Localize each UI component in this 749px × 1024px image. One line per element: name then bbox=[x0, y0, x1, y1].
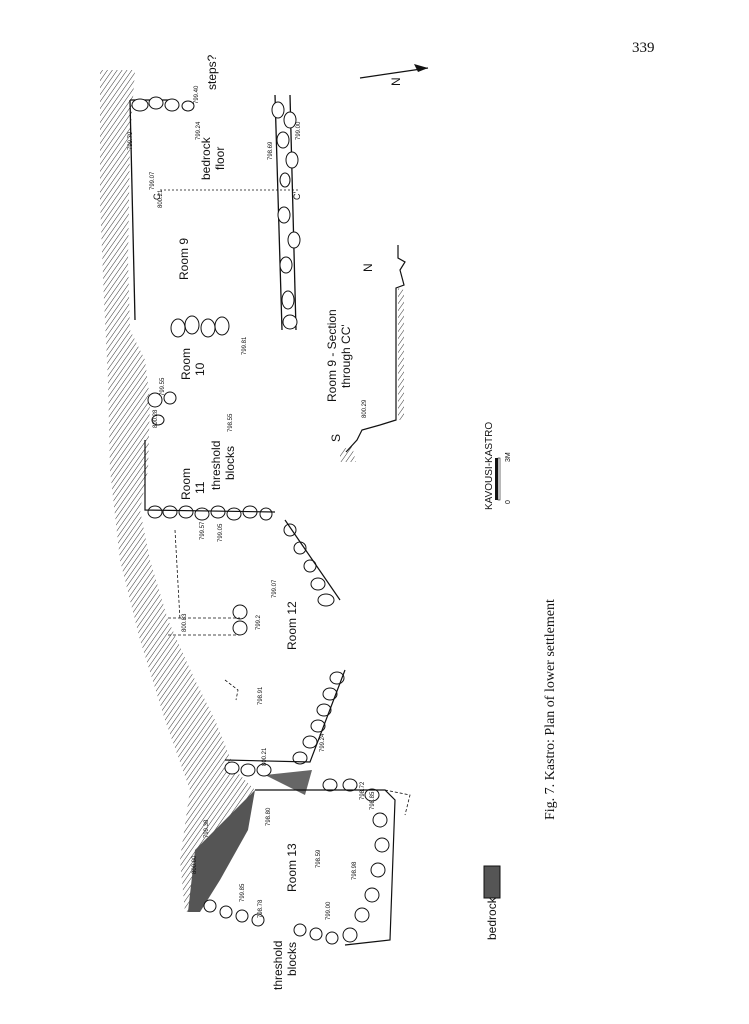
elevation: 800.00 bbox=[192, 855, 198, 874]
elevation: 799.79 bbox=[128, 131, 134, 150]
elevation: 798.72 bbox=[360, 781, 366, 800]
elevation: 799.24 bbox=[320, 733, 326, 752]
elevation: 800.28 bbox=[153, 409, 159, 428]
feature-labels: steps? bedrock floor threshold blocks th… bbox=[152, 54, 512, 990]
threshold-13-line2: blocks bbox=[285, 942, 299, 976]
elevation: 799.07 bbox=[150, 171, 156, 190]
figure-caption: Fig. 7. Kastro: Plan of lower settlement bbox=[543, 599, 558, 820]
north-arrow-icon bbox=[359, 64, 429, 79]
section-c-label: C bbox=[152, 193, 162, 200]
elevation: 800.21 bbox=[262, 747, 268, 766]
room13-label: Room 13 bbox=[285, 843, 299, 892]
room10-label-line1: Room bbox=[179, 348, 193, 380]
section-south-label: S bbox=[329, 434, 343, 442]
room-labels: Room 9 Room 10 Room 11 Room 12 Room 13 bbox=[177, 238, 299, 892]
section-north-label: N bbox=[361, 263, 375, 272]
elevation-labels: 799.40 799.24 799.79 799.07 800.21 799.0… bbox=[128, 85, 376, 920]
bedrock-solid-room12 bbox=[265, 770, 312, 795]
room9-section bbox=[345, 245, 406, 453]
bedrock-hatching bbox=[100, 70, 255, 912]
room10-label-line2: 10 bbox=[193, 362, 207, 376]
section-c-prime-label: C' bbox=[292, 192, 302, 200]
scale-start: 0 bbox=[505, 500, 512, 504]
elevation: 800.21 bbox=[158, 189, 164, 208]
room12-label: Room 12 bbox=[285, 601, 299, 650]
elevation: 798.98 bbox=[352, 861, 358, 880]
elevation: 799.07 bbox=[272, 579, 278, 598]
bedrock-floor-line1: bedrock bbox=[199, 136, 213, 180]
elevation: 799.00 bbox=[326, 901, 332, 920]
page-number: 339 bbox=[632, 40, 655, 56]
room11-label-line2: 11 bbox=[193, 481, 207, 494]
wall-outlines bbox=[144, 440, 411, 946]
section-title-line1: Room 9 - Section bbox=[325, 309, 339, 402]
bedrock-solid-room13 bbox=[188, 790, 255, 912]
north-label: N bbox=[389, 77, 403, 86]
elevation: 798.91 bbox=[258, 686, 264, 705]
section-title-line2: through CC' bbox=[339, 324, 353, 388]
wall-stones bbox=[131, 96, 390, 945]
steps-label: steps? bbox=[205, 54, 219, 90]
elevation: 799.40 bbox=[194, 85, 200, 104]
elevation: 798.85 bbox=[370, 791, 376, 810]
bedrock-legend-swatch bbox=[483, 865, 501, 899]
elevation: 799.38 bbox=[204, 819, 210, 838]
room11-label-line1: Room bbox=[179, 468, 193, 500]
room9-label: Room 9 bbox=[177, 238, 191, 280]
elevation: 799.05 bbox=[218, 523, 224, 542]
elevation: 798.59 bbox=[316, 849, 322, 868]
elevation: 798.55 bbox=[228, 413, 234, 432]
elevation: 800.29 bbox=[362, 399, 368, 418]
elevation: 799.24 bbox=[196, 121, 202, 140]
bedrock-legend-label: bedrock bbox=[485, 896, 499, 940]
scale-end: 3M bbox=[505, 452, 512, 462]
elevation: 799.2 bbox=[256, 614, 262, 630]
elevation: 799.00 bbox=[296, 121, 302, 140]
bedrock-floor-line2: floor bbox=[213, 147, 227, 170]
elevation: 799.81 bbox=[242, 336, 248, 355]
threshold-13-line1: threshold bbox=[271, 941, 285, 990]
section-wall-hatch bbox=[398, 288, 404, 420]
elevation: 799.55 bbox=[160, 377, 166, 396]
room9-walls bbox=[129, 94, 300, 331]
elevation: 798.78 bbox=[258, 899, 264, 918]
elevation: 798.69 bbox=[268, 141, 274, 160]
elevation: 798.80 bbox=[266, 807, 272, 826]
section-bedrock bbox=[340, 446, 356, 462]
elevation: 799.57 bbox=[200, 521, 206, 540]
threshold-11-line2: blocks bbox=[223, 446, 237, 480]
elevation: 800.83 bbox=[182, 613, 188, 632]
scale-bar bbox=[495, 457, 501, 501]
scale-title: KAVOUSI-KASTRO bbox=[484, 422, 495, 510]
elevation: 799.85 bbox=[240, 883, 246, 902]
threshold-11-line1: threshold bbox=[209, 441, 223, 490]
